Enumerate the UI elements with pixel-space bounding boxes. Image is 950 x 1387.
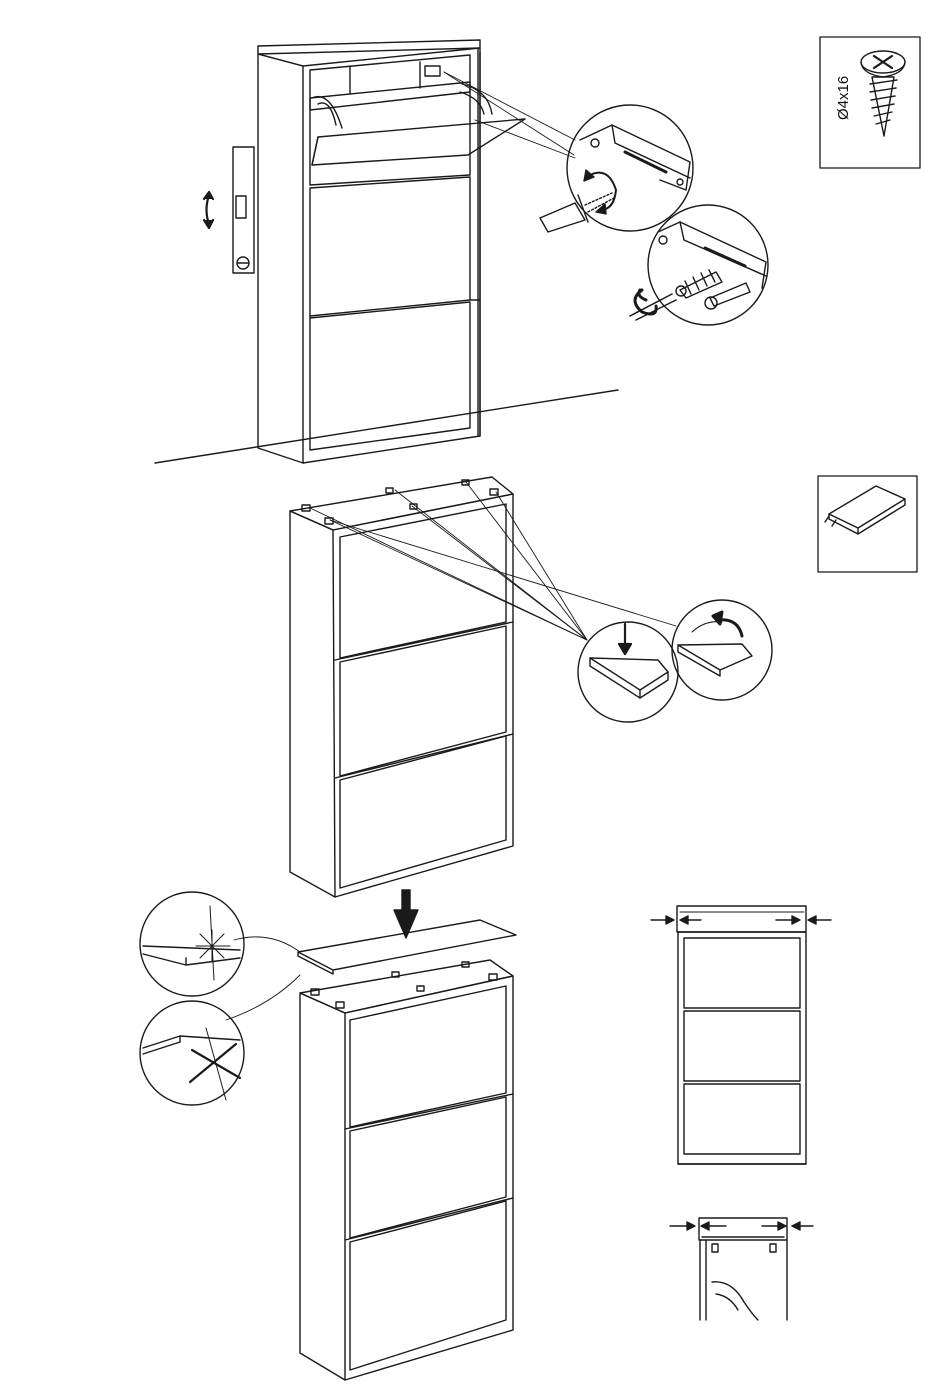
wood-screw-icon — [861, 51, 905, 136]
correct-placement-detail — [140, 892, 244, 996]
peel-backing-detail — [672, 600, 772, 700]
step-place-top — [140, 890, 831, 1380]
front-elevation — [651, 906, 831, 1164]
wall-screw-detail — [630, 205, 768, 325]
down-arrow-icon — [394, 890, 418, 938]
screw-size-label: Ø4x16 — [835, 76, 852, 120]
peel-arrow-icon — [713, 612, 742, 636]
press-down-arrow-icon — [619, 624, 631, 654]
step-wall-mount: Ø4x16 — [155, 37, 920, 463]
cabinet-open-flap — [258, 40, 525, 463]
top-detail-view — [670, 1218, 813, 1320]
bracket-adjust-detail — [540, 105, 693, 232]
press-pad-detail — [578, 622, 678, 722]
part-pad-box — [818, 476, 917, 572]
cabinet-front-view-2 — [300, 960, 513, 1380]
step-attach-pads — [290, 476, 917, 897]
part-screw-box: Ø4x16 — [820, 37, 920, 168]
overhang-arrows-icon — [651, 916, 831, 924]
adjust-vertical-arrow-icon — [204, 192, 213, 228]
adhesive-pad-icon — [825, 486, 905, 534]
correct-check-icon — [196, 906, 230, 980]
wrong-placement-detail — [140, 1001, 244, 1105]
floor-line — [155, 390, 618, 463]
cabinet-front-view — [290, 477, 513, 897]
pad-leader-lines — [310, 482, 676, 640]
overhang-arrows-icon-2 — [670, 1222, 813, 1230]
level-icon — [233, 147, 254, 273]
